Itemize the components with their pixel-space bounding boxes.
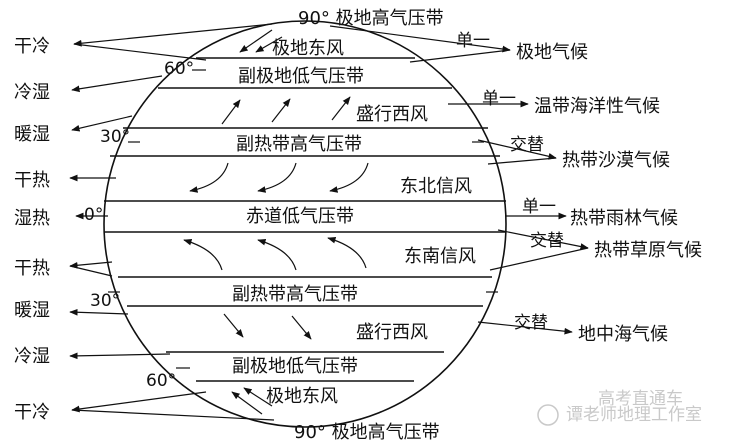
cond-7: 冷湿 <box>14 346 50 367</box>
label-se-trade: 东南信风 <box>404 246 476 267</box>
link-r2: 单一 <box>482 89 516 109</box>
label-north-subtropical-high: 副热带高气压带 <box>236 134 362 155</box>
climate-rainforest: 热带雨林气候 <box>570 208 678 229</box>
climate-mediterranean: 地中海气候 <box>578 324 668 345</box>
right-type-arrows <box>329 25 589 335</box>
cond-6: 暖湿 <box>14 300 50 321</box>
cond-2: 暖湿 <box>14 124 50 145</box>
link-r4: 单一 <box>522 197 556 217</box>
cond-8: 干冷 <box>14 402 50 423</box>
label-north-westerlies: 盛行西风 <box>356 104 428 125</box>
watermark: 高考直通车 谭老师地理工作室 <box>537 389 702 426</box>
climate-desert: 热带沙漠气候 <box>562 150 670 171</box>
left-conditions: 干冷 冷湿 暖湿 干热 湿热 干热 暖湿 冷湿 干冷 <box>14 36 50 423</box>
cond-1: 冷湿 <box>14 82 50 103</box>
label-south-subpolar-low: 副极地低气压带 <box>232 356 358 377</box>
latitude-lines <box>104 57 506 382</box>
label-north-subpolar-low: 副极地低气压带 <box>238 66 364 87</box>
link-r3: 交替 <box>510 135 544 155</box>
lat-n30: 30° <box>100 127 130 147</box>
band-labels: 90° 极地高气压带 极地东风 副极地低气压带 盛行西风 副热带高气压带 东北信… <box>232 8 476 443</box>
label-equator-low: 赤道低气压带 <box>246 206 354 227</box>
label-north-pole-high: 90° 极地高气压带 <box>298 8 444 29</box>
cond-3: 干热 <box>14 170 50 191</box>
link-r6: 交替 <box>514 313 548 333</box>
cond-0: 干冷 <box>14 36 50 57</box>
label-south-polar-easterlies: 极地东风 <box>266 386 338 407</box>
label-south-pole-high: 90° 极地高气压带 <box>294 422 440 443</box>
label-south-subtropical-high: 副热带高气压带 <box>232 284 358 305</box>
globe-outline <box>103 20 507 428</box>
lat-s30: 30° <box>90 291 120 311</box>
lat-eq: 0° <box>84 205 103 225</box>
right-climates: 单一 极地气候 单一 温带海洋性气候 交替 热带沙漠气候 单一 热带雨林气候 交… <box>456 31 702 345</box>
label-north-polar-easterlies: 极地东风 <box>272 38 344 59</box>
label-ne-trade: 东北信风 <box>400 176 472 197</box>
left-condition-arrows <box>69 23 275 421</box>
wind-arrows <box>183 29 369 415</box>
cond-4: 湿热 <box>14 208 50 229</box>
lat-n60: 60° <box>164 59 194 79</box>
watermark-line2: 谭老师地理工作室 <box>566 405 702 425</box>
link-r1: 单一 <box>456 31 490 51</box>
label-south-westerlies: 盛行西风 <box>356 322 428 343</box>
belt-ticks <box>108 69 498 369</box>
lat-s60: 60° <box>146 371 176 391</box>
climate-polar: 极地气候 <box>516 42 588 63</box>
latitude-labels: 60° 30° 0° 30° 60° <box>84 59 194 391</box>
link-r5: 交替 <box>530 231 564 251</box>
watermark-line1: 高考直通车 <box>598 389 683 409</box>
climate-marine: 温带海洋性气候 <box>534 96 660 117</box>
climate-savanna: 热带草原气候 <box>594 240 702 261</box>
cond-5: 干热 <box>14 258 50 279</box>
